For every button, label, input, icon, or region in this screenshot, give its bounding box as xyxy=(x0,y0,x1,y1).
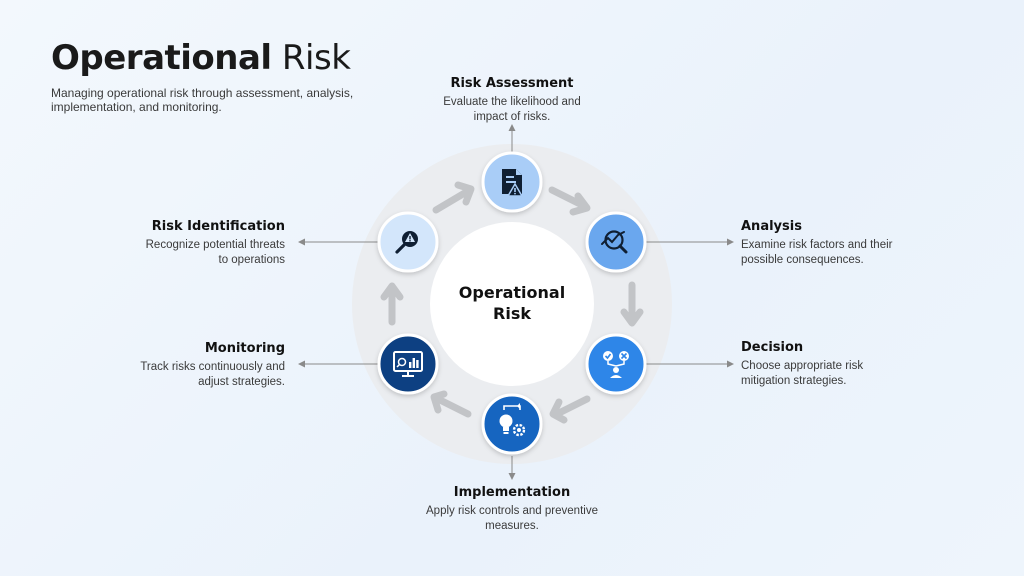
node-risk-assessment[interactable] xyxy=(481,151,543,213)
step-decision: Decision Choose appropriate risk mitigat… xyxy=(741,340,891,389)
connector-risk-identification-arrowhead xyxy=(298,238,305,246)
center-circle xyxy=(430,222,594,386)
page-title: Operational Risk xyxy=(51,38,351,78)
step-title: Decision xyxy=(741,340,804,355)
step-title: Monitoring xyxy=(204,341,285,356)
step-monitoring: Monitoring Track risks continuously and … xyxy=(125,341,285,390)
step-description: Track risks continuously and adjust stra… xyxy=(140,361,285,388)
connector-lines xyxy=(298,124,734,480)
step-analysis: Analysis Examine risk factors and their … xyxy=(741,219,916,268)
page-subtitle: Managing operational risk through assess… xyxy=(51,86,354,114)
center-label-line2: Risk xyxy=(493,304,531,323)
cycle-arrows xyxy=(380,181,644,424)
step-implementation: Implementation Apply risk controls and p… xyxy=(412,485,612,534)
lightbulb-gear-icon xyxy=(499,403,526,437)
center-label: Operational Risk xyxy=(432,282,592,324)
connector-monitoring-arrowhead xyxy=(298,360,305,368)
step-description: Evaluate the likelihood and impact of ri… xyxy=(443,96,581,123)
connector-implementation-arrowhead xyxy=(508,473,516,480)
cycle-arrow-3 xyxy=(620,281,644,327)
step-title: Implementation xyxy=(453,485,571,500)
step-title: Risk Assessment xyxy=(450,76,574,91)
title-light: Risk xyxy=(281,38,351,78)
node-implementation[interactable] xyxy=(481,393,543,455)
step-title: Risk Identification xyxy=(151,219,285,234)
monitor-chart-icon xyxy=(393,351,423,377)
node-monitoring[interactable] xyxy=(377,333,439,395)
cycle-arrow-2 xyxy=(548,186,591,216)
cycle-arrow-6 xyxy=(380,282,404,326)
step-description: Choose appropriate risk mitigation strat… xyxy=(741,360,864,387)
step-title: Analysis xyxy=(741,219,802,234)
step-nodes xyxy=(377,151,647,455)
cycle-arrow-4 xyxy=(549,395,591,424)
step-description: Apply risk controls and preventive measu… xyxy=(426,505,598,532)
node-decision[interactable] xyxy=(585,333,647,395)
connector-decision-arrowhead xyxy=(727,360,734,368)
cycle-arrow-1 xyxy=(432,181,475,214)
step-description: Examine risk factors and their possible … xyxy=(741,239,893,266)
search-warning-icon xyxy=(395,231,418,254)
document-warning-icon xyxy=(502,169,524,197)
connector-risk-assessment-arrowhead xyxy=(508,124,516,131)
node-analysis[interactable] xyxy=(585,211,647,273)
connector-analysis-arrowhead xyxy=(727,238,734,246)
step-risk-assessment: Risk Assessment Evaluate the likelihood … xyxy=(412,76,612,125)
step-description: Recognize potential threats to operation… xyxy=(145,239,285,266)
title-bold: Operational xyxy=(51,38,272,78)
center-label-line1: Operational xyxy=(458,283,566,302)
node-risk-identification[interactable] xyxy=(377,211,439,273)
cycle-arrow-5 xyxy=(430,390,472,418)
chart-magnifier-icon xyxy=(601,230,628,254)
decision-person-icon xyxy=(603,351,629,378)
step-risk-identification: Risk Identification Recognize potential … xyxy=(125,219,285,268)
